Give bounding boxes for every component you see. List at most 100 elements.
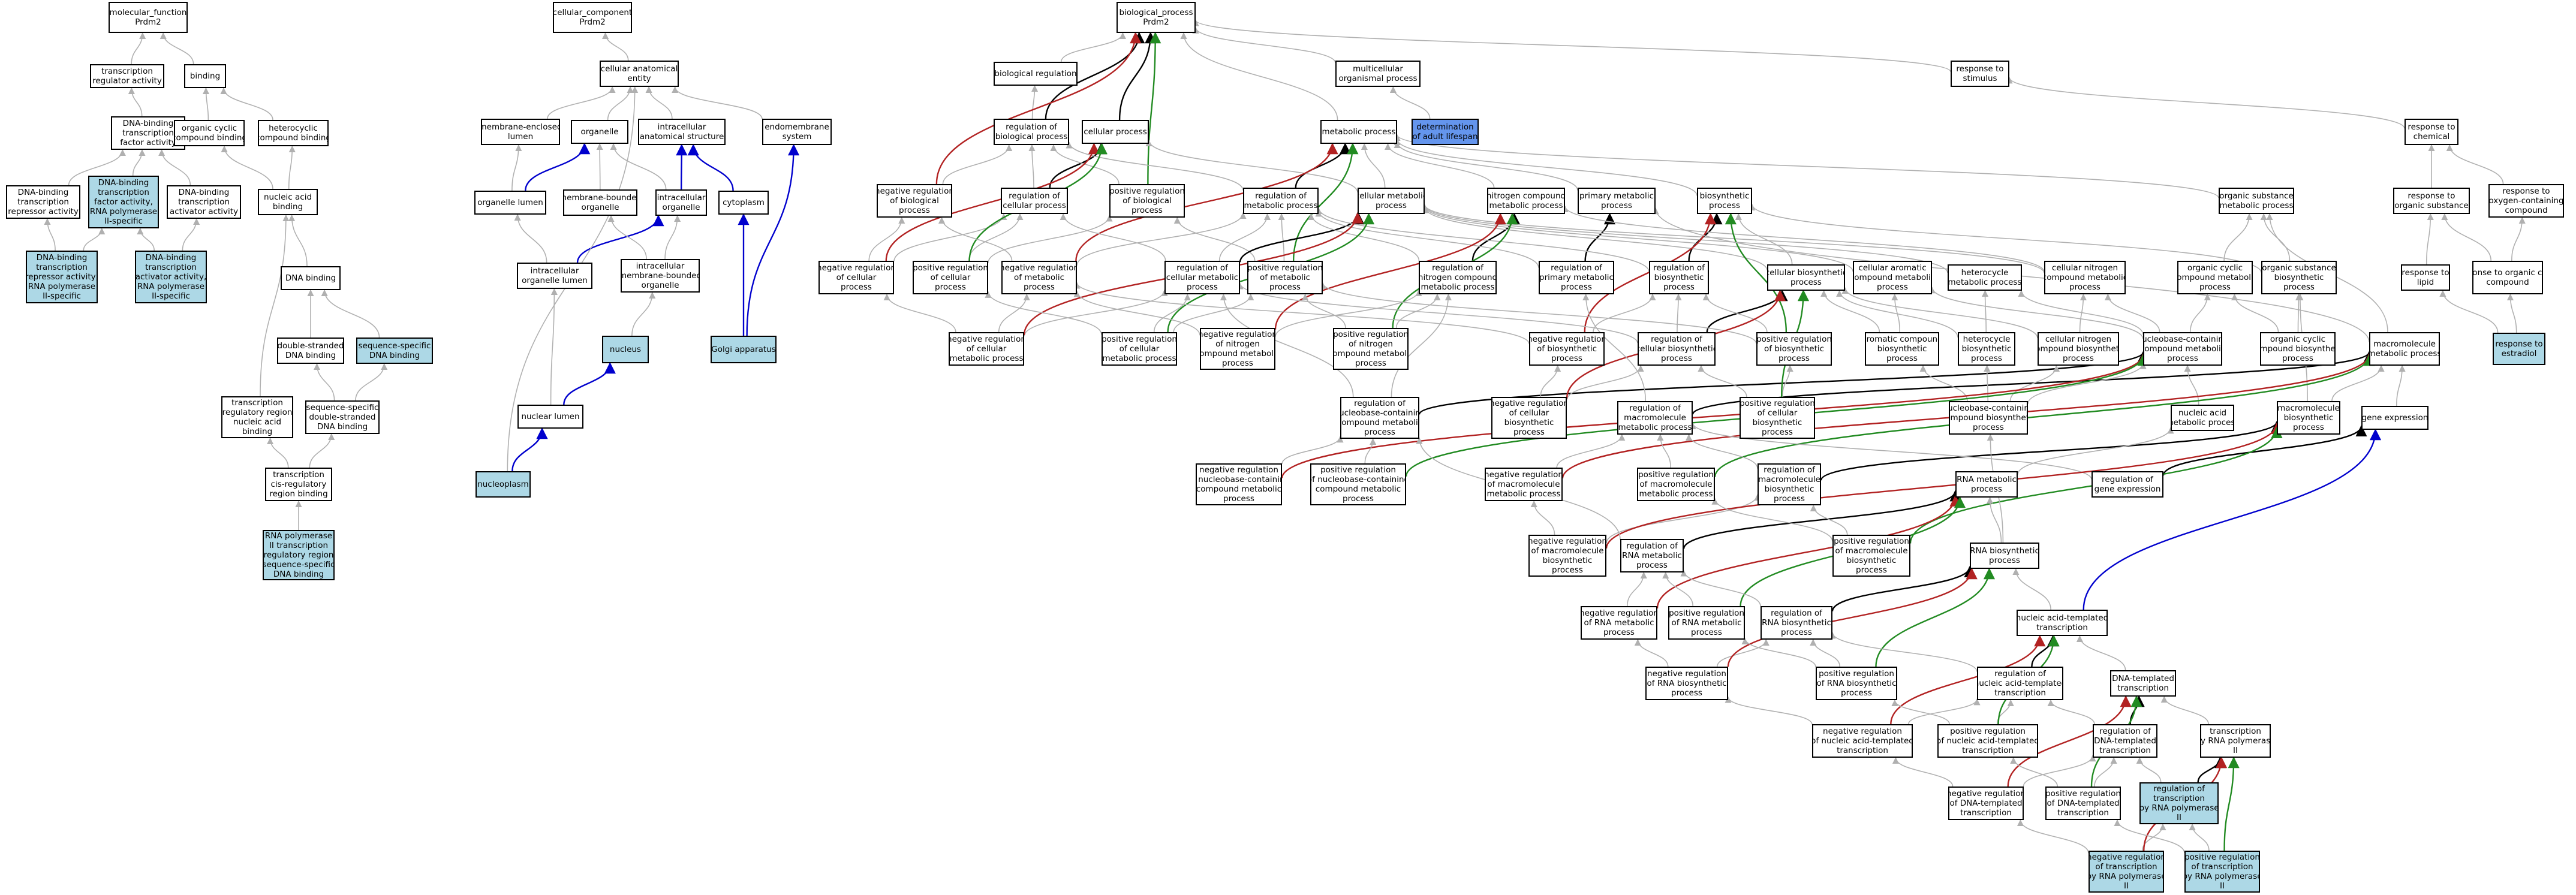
go-term-node-bind[interactable]: binding xyxy=(184,64,226,88)
go-term-node-nuc[interactable]: nucleus xyxy=(602,336,649,363)
go-term-node-dnab[interactable]: DNA binding xyxy=(281,266,341,290)
go-term-node-golgi[interactable]: Golgi apparatus xyxy=(711,336,777,363)
go-term-node-cp[interactable]: cellular process xyxy=(1082,120,1149,144)
go-term-node-np[interactable]: nucleoplasm xyxy=(476,471,531,498)
go-term-node-breg[interactable]: biological regulation xyxy=(994,62,1078,86)
go-term-node-org[interactable]: organelle xyxy=(571,120,628,144)
go-term-node-cyto[interactable]: cytoplasm xyxy=(718,191,769,215)
go-term-node-rnbcmp[interactable]: regulation ofnucleobase-containingcompou… xyxy=(1340,397,1419,439)
go-term-node-nl[interactable]: nuclear lumen xyxy=(517,405,583,429)
go-term-node-orgl[interactable]: organelle lumen xyxy=(474,191,546,215)
go-term-node-ge[interactable]: gene expression xyxy=(2361,406,2428,430)
